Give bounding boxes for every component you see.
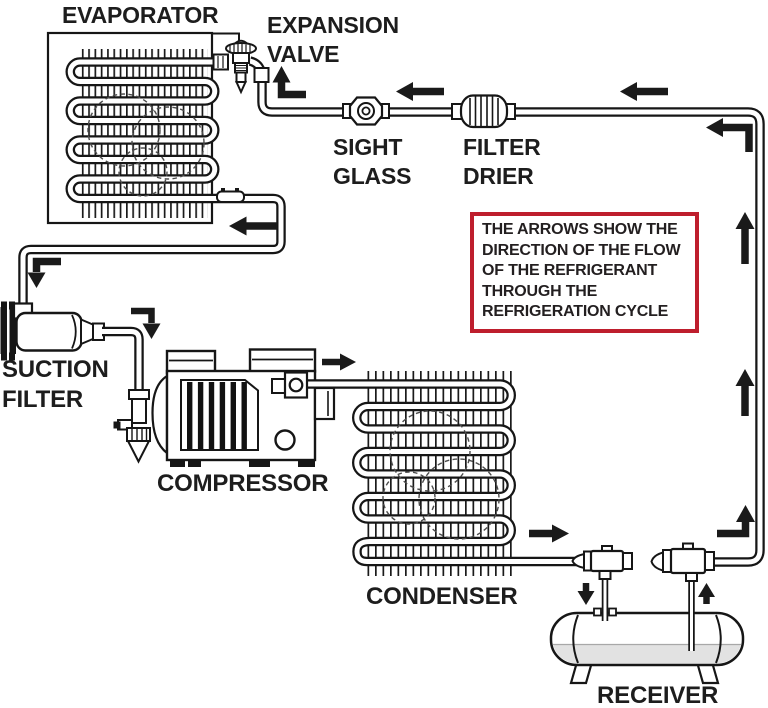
flow-arrow-receiver-inlet	[577, 583, 595, 605]
flow-arrow-condenser-outlet	[529, 524, 569, 543]
flow-arrow-riser-lower	[735, 369, 755, 416]
flow-arrow-below-evaporator	[229, 216, 277, 236]
sight-glass-fitting	[342, 96, 390, 126]
receiver-label: RECEIVER	[597, 682, 719, 708]
condenser-fan-icon	[389, 410, 471, 492]
discharge-muffler	[313, 386, 336, 421]
flow-arrow-expansion-valve-inlet	[272, 66, 306, 99]
suction-filter-label: SUCTION FILTER	[2, 356, 109, 413]
expansion-valve-body	[212, 32, 270, 95]
evaporator-fan-icon	[87, 93, 161, 167]
expansion-valve-label: EXPANSION VALVE	[267, 12, 399, 67]
flow-arrow-riser-upper	[735, 212, 755, 264]
evaporator-fan-icon	[118, 147, 168, 197]
sight-glass-label: SIGHT GLASS	[333, 134, 412, 189]
compressor-body	[151, 348, 336, 467]
evaporator-fan-icon	[131, 106, 205, 180]
discharge-fitting	[271, 371, 309, 399]
condenser-fan-icon	[418, 458, 500, 540]
flow-arrow-evaporator-return	[27, 257, 61, 288]
receiver-outlet-valve	[650, 542, 715, 582]
condenser-fan-icon	[382, 471, 436, 525]
flow-arrow-compressor-discharge	[322, 353, 356, 371]
compressor-grille	[187, 382, 247, 449]
flow-direction-note: THE ARROWS SHOW THE DIRECTION OF THE FLO…	[470, 212, 699, 333]
compressor-label: COMPRESSOR	[157, 470, 329, 497]
sensing-bulb	[216, 188, 245, 203]
evaporator-coil	[18, 31, 286, 308]
flow-arrow-top-right-corner	[706, 118, 753, 152]
receiver-inlet-valve	[571, 545, 633, 580]
flow-arrow-receiver-outlet	[698, 583, 715, 604]
suction-service-valve	[113, 389, 151, 464]
filter-drier-body	[451, 94, 516, 129]
condenser-coil	[307, 371, 577, 576]
receiver-liquid	[552, 643, 742, 664]
flow-arrow-compressor-inlet	[131, 307, 161, 339]
equalizer-line	[212, 32, 240, 41]
filter-drier-label: FILTER DRIER	[463, 134, 541, 189]
receiver-tank	[549, 575, 745, 685]
evaporator-label: EVAPORATOR	[62, 2, 219, 28]
flow-arrow-bottom-right-corner	[717, 505, 755, 538]
flow-arrow-liquid-line-right	[620, 82, 668, 101]
evaporator-fins	[81, 49, 208, 218]
flow-arrow-liquid-line-mid	[396, 82, 444, 101]
condenser-label: CONDENSER	[366, 583, 518, 610]
suction-filter-body	[0, 301, 144, 399]
